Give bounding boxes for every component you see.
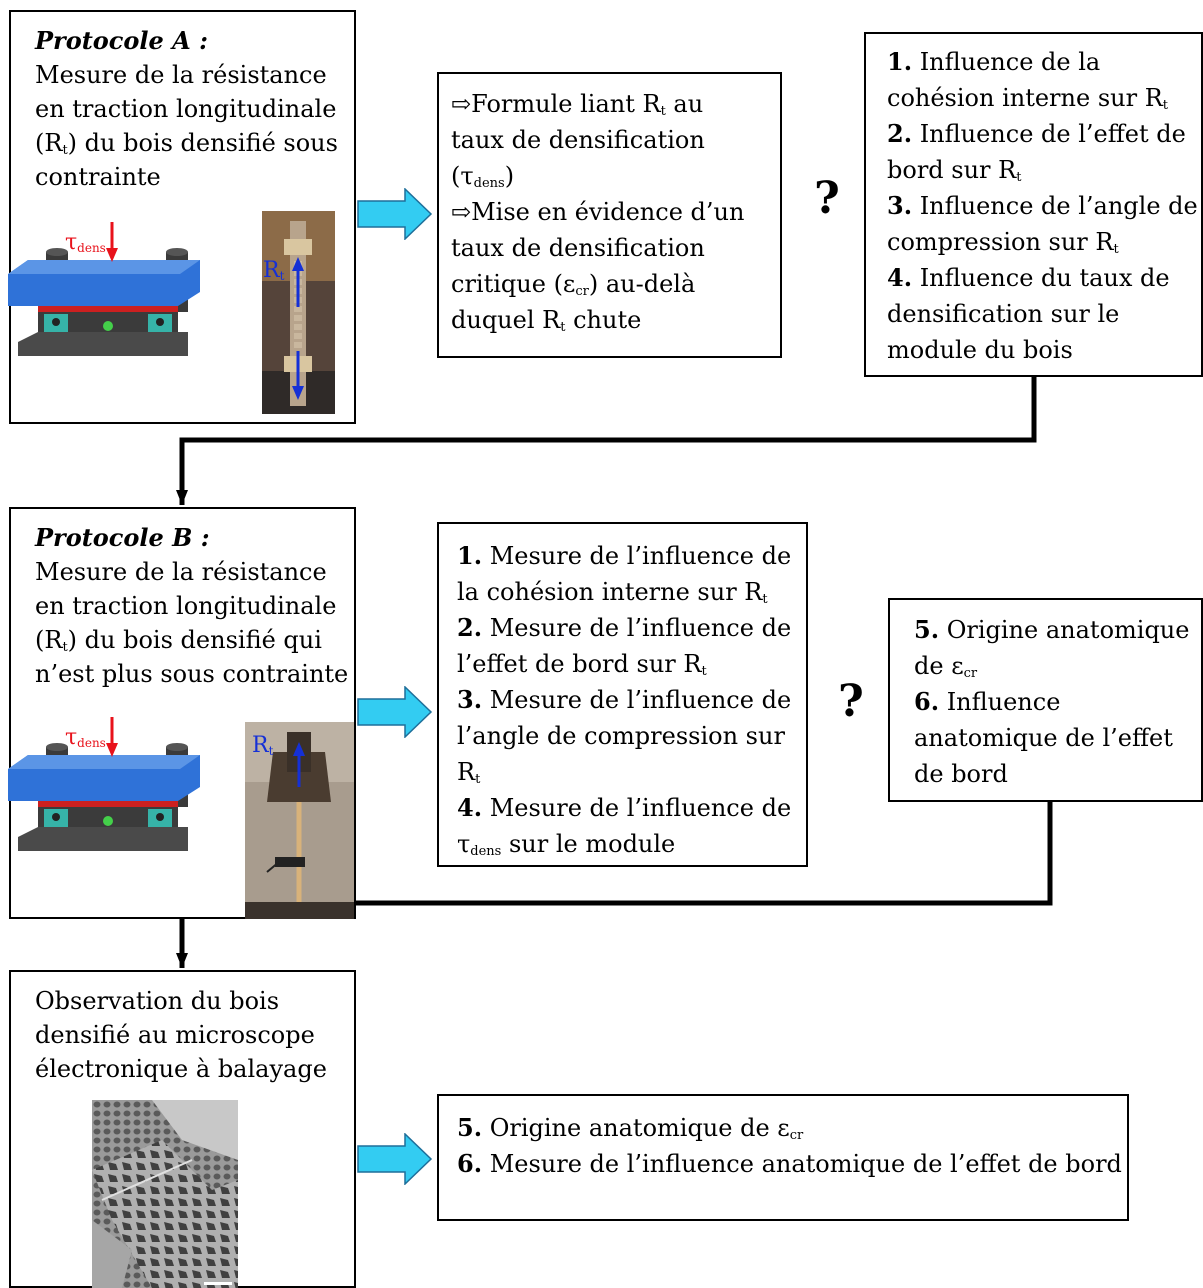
result-c-6: 6. Mesure de l’influence anatomique de l… — [457, 1149, 1122, 1178]
result-c-5: 5. Origine anatomique de εcr — [457, 1113, 804, 1143]
question-b-6c: de bord — [914, 760, 1008, 788]
question-b-5b: de εcr — [914, 652, 978, 681]
result-a-line1: ⇨Formule liant Rt au — [451, 90, 704, 119]
result-a-line2: taux de densification — [451, 126, 705, 154]
rt-label-a: Rt — [263, 258, 285, 283]
right-arrow-icon-c — [357, 1133, 433, 1185]
observation-line3: électronique à balayage — [35, 1055, 327, 1083]
arrowhead-b-to-c — [176, 953, 188, 968]
question-a-2: 2. Influence de l’effet de — [887, 119, 1186, 148]
result-b-2: 2. Mesure de l’influence de — [457, 613, 792, 642]
protocol-a-title: Protocole A : — [35, 26, 208, 55]
rt-label-b: Rt — [252, 733, 274, 758]
protocol-a-line4: contrainte — [35, 163, 161, 191]
result-c-box: 5. Origine anatomique de εcr 6. Mesure d… — [437, 1094, 1129, 1221]
protocol-b-line4: n’est plus sous contrainte — [35, 660, 349, 688]
protocol-a-line2: en traction longitudinale — [35, 95, 337, 123]
question-a-3b: compression sur Rt — [887, 228, 1119, 257]
question-a-4b: densification sur le — [887, 300, 1120, 328]
questions-b-box: 5. Origine anatomique de εcr 6. Influenc… — [888, 598, 1203, 802]
question-a-3: 3. Influence de l’angle de — [887, 191, 1198, 220]
question-mark-a: ? — [814, 173, 840, 224]
sem-micrograph-image — [92, 1100, 238, 1288]
protocol-b-line3: (Rt) du bois densifié qui — [35, 626, 322, 655]
question-a-1: 1. Influence de la — [887, 47, 1101, 76]
result-b-box: 1. Mesure de l’influence de la cohésion … — [437, 522, 808, 867]
protocol-b-line1: Mesure de la résistance — [35, 558, 327, 586]
result-a-line3: (τdens) — [451, 162, 515, 191]
result-a-line4: ⇨Mise en évidence d’un — [451, 198, 745, 226]
questions-a-box: 1. Influence de la cohésion interne sur … — [864, 32, 1203, 377]
result-b-3c: Rt — [457, 758, 481, 787]
question-a-1b: cohésion interne sur Rt — [887, 84, 1168, 113]
result-b-3b: l’angle de compression sur — [457, 722, 785, 750]
question-mark-b: ? — [838, 676, 864, 727]
question-b-6b: anatomique de l’effet — [914, 724, 1173, 752]
right-arrow-icon-a — [357, 188, 433, 240]
result-b-1: 1. Mesure de l’influence de — [457, 541, 792, 570]
tensile-test-photo-a — [262, 211, 335, 414]
result-b-4b: τdens sur le module — [457, 830, 676, 859]
question-a-2b: bord sur Rt — [887, 156, 1022, 185]
question-b-5: 5. Origine anatomique — [914, 615, 1190, 644]
result-b-2b: l’effet de bord sur Rt — [457, 650, 707, 679]
observation-line2: densifié au microscope — [35, 1021, 315, 1049]
question-a-4: 4. Influence du taux de — [887, 263, 1170, 292]
result-a-line7: duquel Rt chute — [451, 306, 642, 335]
result-b-3: 3. Mesure de l’influence de — [457, 685, 792, 714]
press-device-image-b — [8, 717, 200, 851]
right-arrow-icon-b — [357, 686, 433, 738]
tau-dens-label-b: τdens — [65, 725, 106, 750]
question-b-6: 6. Influence — [914, 687, 1061, 716]
protocol-b-title: Protocole B : — [35, 523, 210, 552]
tau-dens-label-a: τdens — [65, 230, 106, 255]
press-device-image-a — [8, 222, 200, 356]
result-a-line6: critique (εcr) au-delà — [451, 270, 696, 299]
protocol-a-line3: (Rt) du bois densifié sous — [35, 129, 338, 158]
protocol-a-line1: Mesure de la résistance — [35, 61, 327, 89]
arrowhead-a-to-b — [176, 490, 188, 505]
protocol-a-box: Protocole A : Mesure de la résistance en… — [9, 10, 356, 424]
result-a-line5: taux de densification — [451, 234, 705, 262]
result-b-1b: la cohésion interne sur Rt — [457, 578, 768, 607]
result-b-4: 4. Mesure de l’influence de — [457, 793, 792, 822]
result-a-box: ⇨Formule liant Rt au taux de densificati… — [437, 72, 782, 358]
protocol-b-line2: en traction longitudinale — [35, 592, 337, 620]
observation-line1: Observation du bois — [35, 987, 280, 1015]
tensile-test-photo-b — [245, 722, 354, 919]
question-a-4c: module du bois — [887, 336, 1073, 364]
